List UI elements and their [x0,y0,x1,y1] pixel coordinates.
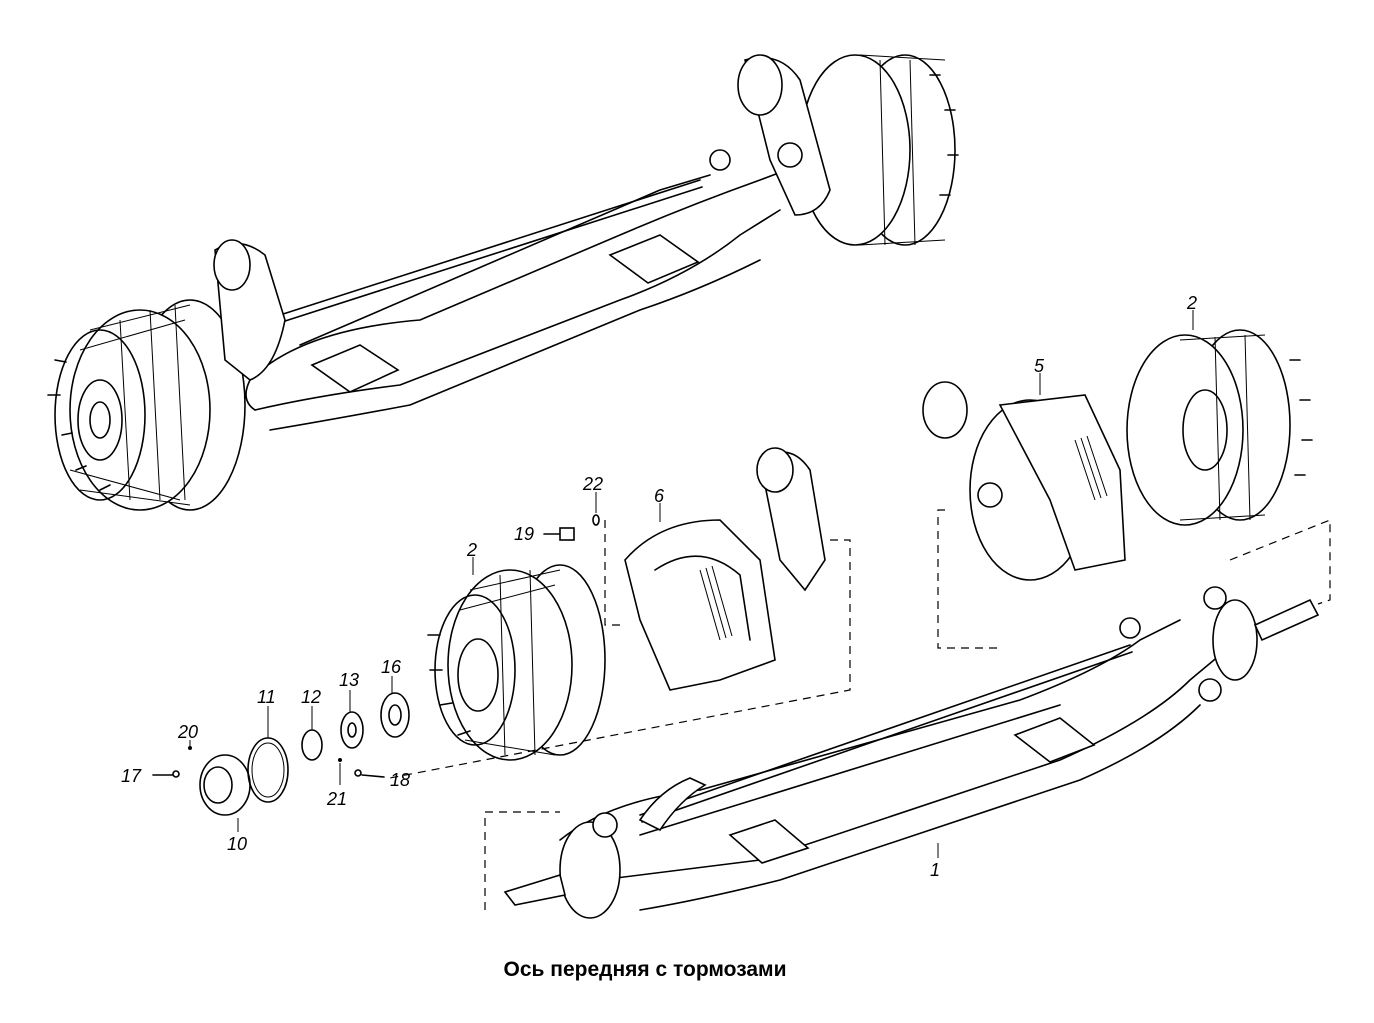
hub-cap-10 [199,754,251,816]
small-parts [152,514,600,816]
brake-assembly-5 [922,381,1126,581]
nut-12 [301,729,323,761]
right-brake-drum [799,54,959,246]
spring-pad-1a [728,819,810,864]
label-6: 6 [654,486,665,506]
leader-lines [189,310,1194,858]
label-5: 5 [1034,356,1045,376]
label-18: 18 [390,770,410,790]
diagram-caption: Ось передняя с тормозами [503,958,787,981]
label-11: 11 [257,687,276,707]
label-13: 13 [339,670,359,690]
label-2-left: 2 [466,540,477,560]
label-22: 22 [582,474,603,494]
assembly-brackets [389,509,1331,910]
label-19: 19 [514,524,534,544]
gasket-11 [247,737,289,803]
label-20: 20 [177,722,198,742]
label-10: 10 [227,834,247,854]
left-brake-drum [47,299,246,511]
label-21: 21 [326,789,347,809]
label-12: 12 [301,687,321,707]
spring-pad-left [310,344,400,393]
assembled-axle [47,54,959,511]
label-17: 17 [121,766,142,786]
axle-beam-1 [503,586,1320,919]
label-16: 16 [381,657,402,677]
label-2-right: 2 [1186,293,1197,313]
label-1: 1 [930,860,940,880]
washer-13 [340,711,364,749]
spring-pad-1b [1013,717,1096,763]
part-labels: 1 2 5 6 2 22 19 16 13 12 11 20 17 18 21 … [121,293,1197,880]
spring-pad-right [608,234,700,284]
bearing-16 [380,692,410,738]
brake-drum-2-right [1126,329,1313,526]
brake-drum-2-left [427,564,606,761]
brake-assembly-6 [624,447,826,691]
